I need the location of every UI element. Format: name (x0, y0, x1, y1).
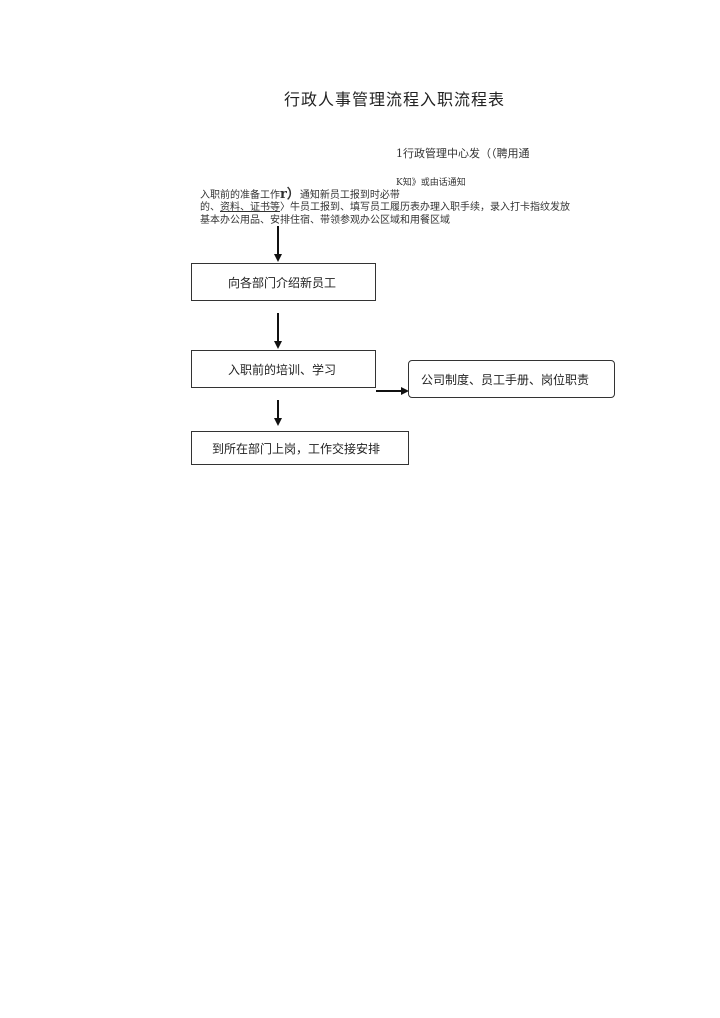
arrow-line-3 (277, 400, 279, 420)
side-box: 公司制度、员工手册、岗位职责 (408, 360, 615, 398)
note-line-4b: 资料、证书等 (220, 202, 280, 213)
note-line-3a: 入职前的准备工作 (200, 190, 280, 201)
arrow-head-1 (274, 254, 282, 262)
arrow-head-side (401, 387, 409, 395)
step-box-2: 入职前的培训、学习 (191, 350, 376, 388)
step-label-2: 入职前的培训、学习 (228, 362, 337, 377)
side-box-label: 公司制度、员工手册、岗位职责 (421, 372, 590, 387)
note-line-4c: 〉牛员工报到、填写员工履历表办理入职手续，录入打卡指纹发放 (280, 202, 570, 213)
note-line-1: 1行政管理中心发（（聘用通 (396, 147, 530, 160)
note-line-4: 的、资料、证书等〉牛员工报到、填写员工履历表办理入职手续，录入打卡指纹发放 (200, 198, 570, 213)
step-label-1: 向各部门介绍新员工 (228, 275, 337, 290)
note-line-3c: 通知新员工报到时必带 (299, 190, 400, 201)
note-line-4a: 的、 (200, 202, 220, 213)
step-label-3: 到所在部门上岗，工作交接安排 (212, 441, 381, 456)
note-line-3: 入职前的准备工作r）通知新员工报到时必带 (200, 183, 400, 202)
arrow-line-2 (277, 313, 279, 343)
page-title: 行政人事管理流程入职流程表 (284, 90, 506, 109)
arrow-line-1 (277, 226, 279, 256)
step-box-1: 向各部门介绍新员工 (191, 263, 376, 301)
arrow-head-3 (274, 418, 282, 426)
arrow-head-2 (274, 341, 282, 349)
arrow-line-side (376, 390, 402, 392)
step-box-3: 到所在部门上岗，工作交接安排 (191, 431, 409, 465)
note-line-2: K知》或由话通知 (396, 178, 466, 188)
note-line-3b: r） (280, 187, 300, 202)
note-line-5: 基本办公用品、安排住宿、带领参观办公区域和用餐区域 (200, 215, 450, 226)
